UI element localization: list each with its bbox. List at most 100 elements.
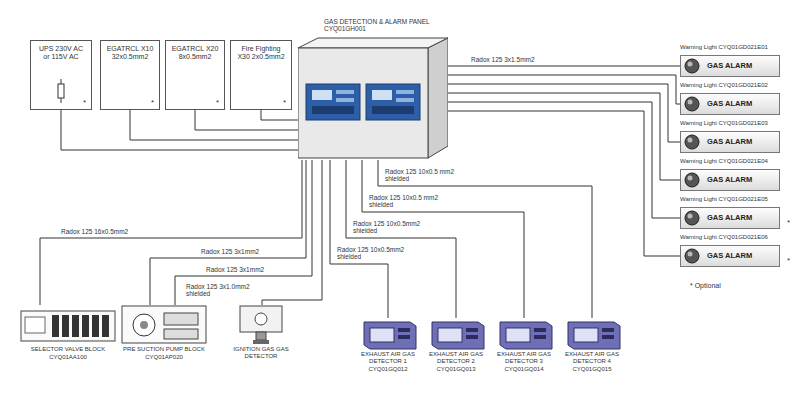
warning-light: Warning Light CYQ01GD021E02GAS ALARM (680, 82, 784, 120)
cable-line (378, 160, 592, 318)
detector-symbol (424, 318, 488, 350)
node-tag: GAS ALARM (707, 176, 752, 185)
node-title: Fire Fighting X30 2x0.5mm2 (236, 45, 286, 61)
node-title: EGATRCL X10 32x0.5mm2 (106, 45, 154, 61)
optional-mark: * (787, 257, 790, 266)
cable-line (130, 110, 298, 140)
control-panel: GAS DETECTION & ALARM PANELCYQ01GH001 (298, 18, 448, 160)
cable-line (261, 110, 298, 120)
cable-line (448, 102, 680, 218)
cable-label: Radox 125 3x1.0mm2 shielded (185, 283, 259, 298)
cable-line (448, 66, 680, 67)
node-title: Warning Light CYQ01GD021E04 (680, 158, 784, 168)
cable-line (175, 160, 312, 305)
node-tag: GAS ALARM (707, 62, 752, 71)
lamp-housing: GAS ALARM (680, 93, 780, 115)
node-title: EXHAUST AIR GAS DETECTOR 3 (492, 351, 556, 365)
warning-light: Warning Light CYQ01GD021E06GAS ALARM (680, 234, 784, 272)
fuse-symbol (55, 79, 67, 103)
cable-line (330, 160, 388, 318)
gas-detector: IGNITION GAS GAS DETECTOR (226, 305, 296, 360)
note: * Optional (690, 282, 721, 290)
node-title: EXHAUST AIR GAS DETECTOR 4 (560, 351, 624, 365)
cable-line (448, 93, 680, 180)
node-tag: GAS ALARM (707, 138, 752, 147)
terminal-box: Fire Fighting X30 2x0.5mm2 (230, 40, 292, 110)
node-tag: CYQ01GQ012 (356, 366, 420, 373)
power-supply-box: UPS 230V AC or 115V AC (30, 40, 92, 110)
node-title: EXHAUST AIR GAS DETECTOR 2 (424, 351, 488, 365)
lamp-housing: GAS ALARM (680, 55, 780, 77)
warning-light: Warning Light CYQ01GD021E01GAS ALARM (680, 44, 784, 82)
cable-label: Radox 125 10x0.5 mm2 shielded (384, 168, 468, 183)
node-title: IGNITION GAS GAS DETECTOR (226, 346, 296, 360)
node-tag: GAS ALARM (707, 214, 752, 223)
cable-line (61, 110, 298, 150)
node-title: Warning Light CYQ01GD021E03 (680, 120, 784, 130)
cable-label: Radox 125 16x0.5mm2 (60, 228, 129, 235)
gas-detector: EXHAUST AIR GAS DETECTOR 3CYQ01GQ014 (492, 318, 556, 373)
lamp-symbol (681, 246, 703, 266)
node-title: EGATRCL X20 8x0.5mm2 (171, 45, 219, 61)
cable-label: Radox 125 3x1.5mm2 (470, 56, 536, 63)
lamp-symbol (681, 170, 703, 190)
node-tag: CYQ01AA100 (20, 354, 116, 361)
lamp-symbol (681, 56, 703, 76)
valve-block: SELECTOR VALVE BLOCKCYQ01AA100 (20, 305, 116, 361)
node-title: EXHAUST AIR GAS DETECTOR 1 (356, 351, 420, 365)
warning-light: Warning Light CYQ01GD021E05GAS ALARM (680, 196, 784, 234)
node-title: Warning Light CYQ01GD021E02 (680, 82, 784, 92)
lamp-symbol (681, 208, 703, 228)
node-tag: GAS ALARM (707, 252, 752, 261)
node-tag: CYQ01GQ015 (560, 366, 624, 373)
panel-cabinet (298, 18, 448, 160)
node-tag: GAS ALARM (707, 100, 752, 109)
optional-mark: * (151, 99, 154, 108)
node-title: SELECTOR VALVE BLOCK (20, 346, 116, 353)
lamp-symbol (681, 94, 703, 114)
optional-mark: * (787, 219, 790, 228)
cable-line (150, 160, 306, 305)
cable-line (448, 75, 680, 104)
node-tag: CYQ01AP020 (120, 354, 208, 361)
lamp-housing: GAS ALARM (680, 207, 780, 229)
warning-light: Warning Light CYQ01GD021E03GAS ALARM (680, 120, 784, 158)
cable-line (195, 110, 298, 130)
detector-symbol (492, 318, 556, 350)
valve-block-symbol (20, 305, 116, 345)
node-title: UPS 230V AC or 115V AC (36, 45, 86, 61)
lamp-housing: GAS ALARM (680, 131, 780, 153)
pump-symbol (120, 305, 208, 345)
cable-line (40, 160, 302, 305)
warning-light: Warning Light CYQ01GD021E04GAS ALARM (680, 158, 784, 196)
optional-mark: * (216, 99, 219, 108)
pump-block: PRE SUCTION PUMP BLOCKCYQ01AP020 (120, 305, 208, 361)
cable-line (448, 111, 680, 256)
cable-label: Radox 125 3x1mm2 (200, 248, 260, 255)
cable-label: Radox 125 3x1mm2 (205, 266, 265, 273)
node-title: Warning Light CYQ01GD021E01 (680, 44, 784, 54)
node-title: Warning Light CYQ01GD021E06 (680, 234, 784, 244)
cable-label: Radox 125 10x0.5mm2 shielded (352, 220, 436, 235)
lamp-housing: GAS ALARM (680, 245, 780, 267)
node-title: GAS DETECTION & ALARM PANEL (324, 18, 446, 25)
node-tag: CYQ01GQ013 (424, 366, 488, 373)
node-tag: CYQ01GQ014 (492, 366, 556, 373)
optional-mark: * (283, 99, 286, 108)
lamp-housing: GAS ALARM (680, 169, 780, 191)
detector-symbol (356, 318, 420, 350)
detector-symbol (560, 318, 624, 350)
lamp-symbol (681, 132, 703, 152)
node-tag: CYQ01GH001 (324, 25, 446, 32)
node-title: Warning Light CYQ01GD021E05 (680, 196, 784, 206)
node-title: PRE SUCTION PUMP BLOCK (120, 346, 208, 353)
cable-line (262, 160, 322, 305)
cable-label: Radox 125 10x0.5mm2 shielded (336, 246, 420, 261)
cable-label: Radox 125 10x0.5 mm2 shielded (368, 194, 452, 209)
optional-mark: * (83, 99, 86, 108)
gas-detector: EXHAUST AIR GAS DETECTOR 2CYQ01GQ013 (424, 318, 488, 373)
gas-detector: EXHAUST AIR GAS DETECTOR 4CYQ01GQ015 (560, 318, 624, 373)
cable-line (362, 160, 524, 318)
gas-detector: EXHAUST AIR GAS DETECTOR 1CYQ01GQ012 (356, 318, 420, 373)
detector-symbol (226, 305, 296, 345)
